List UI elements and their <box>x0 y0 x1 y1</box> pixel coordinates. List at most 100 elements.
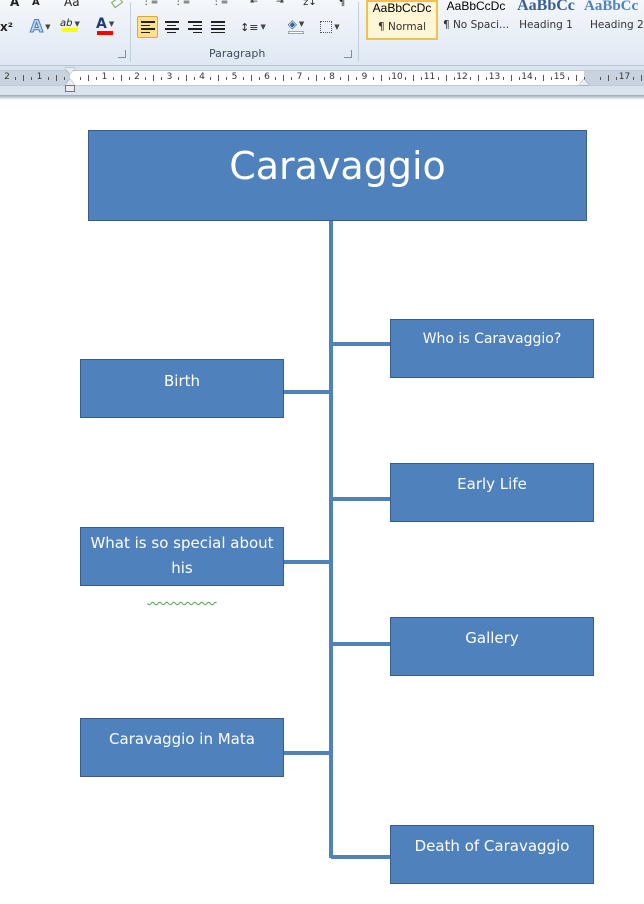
topic-label-text: What is so special about his paintings <box>81 531 283 606</box>
line-spacing-icon: ↕≡ <box>240 20 259 34</box>
topic-box-malta[interactable]: Caravaggio in Mata <box>80 718 284 777</box>
shrink-font-button[interactable]: A <box>32 0 40 12</box>
multilevel-list-button[interactable]: ⋮≡ <box>210 0 230 12</box>
ruler-number: 1 <box>101 72 108 82</box>
topic-label: What is so special about his paintings <box>81 531 283 606</box>
ruler-tick <box>128 77 130 80</box>
topic-box-early-life[interactable]: Early Life <box>390 463 594 522</box>
ruler-right-margin <box>584 71 644 85</box>
ruler-number: 15 <box>553 72 566 82</box>
show-hide-button[interactable]: ¶ <box>334 0 350 12</box>
first-line-indent-marker[interactable] <box>65 68 75 74</box>
shading-button[interactable]: ◈ ▼ <box>282 15 310 35</box>
topic-box-who[interactable]: Who is Caravaggio? <box>390 319 594 378</box>
ruler-tick <box>55 75 57 81</box>
ruler-tick <box>421 77 423 80</box>
superscript-button[interactable]: x² <box>0 17 13 37</box>
align-center-button[interactable] <box>161 17 182 37</box>
ruler-tick <box>518 77 520 80</box>
group-separator <box>130 2 131 62</box>
superscript-label: x² <box>0 20 13 34</box>
ruler-tick <box>210 77 212 80</box>
change-case-button[interactable]: Aa <box>64 0 80 12</box>
ruler-tick <box>356 77 358 80</box>
ruler-tick <box>15 77 17 80</box>
ruler-tick <box>63 77 65 80</box>
ruler-tick <box>177 77 179 80</box>
numbering-button[interactable]: ⋮≡ <box>172 0 192 12</box>
font-dialog-launcher[interactable] <box>118 50 126 58</box>
topic-box-death[interactable]: Death of Caravaggio <box>390 825 594 884</box>
grow-font-button[interactable]: A <box>10 0 19 12</box>
style-name: Heading 1 <box>519 19 573 31</box>
ruler-tick <box>348 75 350 81</box>
decrease-indent-icon: ⇤ <box>250 0 258 7</box>
sort-button[interactable]: ẑ↓ <box>300 0 320 12</box>
ruler-tick <box>445 75 447 81</box>
style-sample: AaBbCcDc <box>446 0 506 13</box>
left-indent-marker[interactable] <box>65 85 75 92</box>
ruler-number: 1 <box>36 72 43 82</box>
highlight-icon: ab <box>60 18 73 29</box>
highlight-button[interactable]: ab ▼ <box>60 15 80 35</box>
ruler-number: 8 <box>329 72 335 82</box>
style-sample: AaBbCc <box>584 0 639 14</box>
text-effects-button[interactable]: A ▼ <box>29 17 51 38</box>
font-color-bar <box>97 30 114 35</box>
ruler-number: 2 <box>4 72 10 82</box>
style-name: ¶ Normal <box>377 21 426 33</box>
chevron-down-icon: ▼ <box>108 19 115 28</box>
clear-formatting-button[interactable] <box>108 0 126 12</box>
paragraph-dialog-launcher[interactable] <box>344 50 352 58</box>
title-box[interactable]: Caravaggio <box>88 130 587 221</box>
connector-lines <box>283 220 391 859</box>
change-case-label: Aa <box>64 0 80 9</box>
text-effects-icon: A <box>29 17 44 38</box>
ruler-number: 7 <box>296 72 303 82</box>
right-indent-marker[interactable] <box>579 79 589 85</box>
borders-icon <box>320 21 333 33</box>
topic-label: Who is Caravaggio? <box>422 331 562 347</box>
borders-button[interactable]: ▼ <box>316 17 344 37</box>
chevron-down-icon: ▼ <box>74 19 80 28</box>
ruler-tick <box>616 77 618 80</box>
highlight-color-bar <box>61 28 78 32</box>
ruler-tick <box>283 75 285 81</box>
style-heading-2[interactable]: AaBbCc Heading 2 <box>582 0 644 40</box>
ruler-tick <box>226 77 228 80</box>
sort-icon: ẑ↓ <box>303 0 317 8</box>
increase-indent-button[interactable]: ⇥ <box>270 0 290 12</box>
line-spacing-button[interactable]: ↕≡ ▼ <box>240 17 266 37</box>
justify-icon <box>210 21 225 33</box>
ruler-tick <box>478 75 480 81</box>
ruler-number: 4 <box>199 72 205 82</box>
chevron-down-icon: ▼ <box>260 23 266 31</box>
pilcrow-icon: ¶ <box>338 0 346 8</box>
topic-box-birth[interactable]: Birth <box>80 359 284 418</box>
font-color-button[interactable]: A ▼ <box>96 15 114 35</box>
align-right-button[interactable] <box>184 17 205 37</box>
ruler-tick <box>405 77 407 80</box>
align-left-button[interactable] <box>137 16 158 38</box>
topic-box-paintings[interactable]: What is so special about his paintings <box>80 527 284 602</box>
decrease-indent-button[interactable]: ⇤ <box>244 0 264 12</box>
ruler-tick <box>413 75 415 81</box>
bullets-button[interactable]: ⋮≡ <box>140 0 160 12</box>
topic-box-gallery[interactable]: Gallery <box>390 617 594 676</box>
hanging-indent-marker[interactable] <box>65 79 75 85</box>
justify-button[interactable] <box>207 17 228 37</box>
chevron-down-icon: ▼ <box>45 23 51 31</box>
align-center-icon <box>164 21 179 33</box>
ruler-number: 13 <box>488 72 501 82</box>
ruler-tick <box>535 77 537 80</box>
spelling-squiggle[interactable]: paintings <box>147 584 217 602</box>
ruler-tick <box>583 77 585 80</box>
ruler-number: 10 <box>391 72 403 82</box>
ruler-tick <box>145 77 147 80</box>
style-normal[interactable]: AaBbCcDc ¶ Normal <box>366 0 438 40</box>
ruler-tick <box>510 75 512 81</box>
style-no-spacing[interactable]: AaBbCcDc ¶ No Spaci... <box>440 0 512 40</box>
ruler-number: 14 <box>521 72 533 82</box>
style-heading-1[interactable]: AaBbCc Heading 1 <box>510 0 582 40</box>
